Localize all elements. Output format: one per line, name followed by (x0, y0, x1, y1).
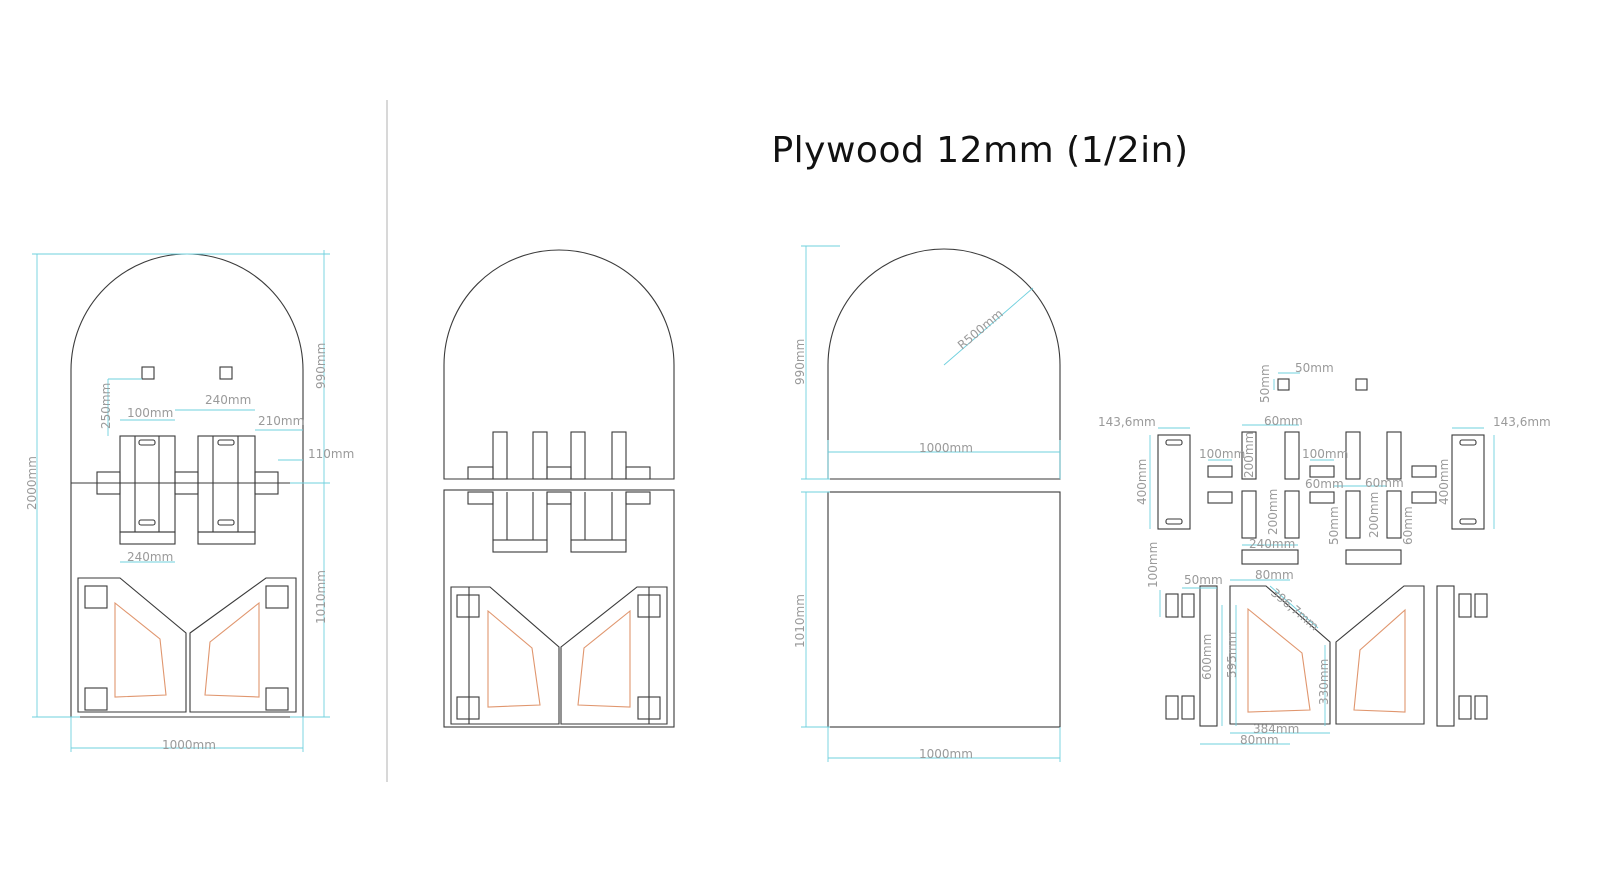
dim-width-1000: 1000mm (162, 738, 216, 752)
arch-board (827, 248, 1061, 480)
corner-blocks (1165, 593, 1488, 720)
dim-143-right: 143,6mm (1493, 415, 1551, 429)
dim-100-vertical: 100mm (1146, 542, 1160, 588)
mount-hole-left (141, 366, 155, 380)
dim-400-left: 400mm (1135, 459, 1149, 505)
dim-100: 100mm (127, 406, 173, 420)
assembly-dimensioned: 2000mm 990mm 250mm 100mm 240mm 210mm 110… (25, 250, 354, 752)
base-boards: 990mm R500mm 1000mm 1010mm 1000mm (793, 245, 1061, 762)
dimensions-assembly-1 (32, 250, 330, 752)
dimensions-parts (1149, 372, 1495, 745)
dim-110: 110mm (308, 447, 354, 461)
dimensions-base-boards (801, 245, 1061, 762)
dim-200-b: 200mm (1266, 489, 1280, 535)
long-bar-1 (1241, 549, 1299, 565)
dim-100-b: 100mm (1302, 447, 1348, 461)
dim-240-part: 240mm (1249, 537, 1295, 551)
dim-100-a: 100mm (1199, 447, 1245, 461)
rail-left (1199, 585, 1218, 727)
rect-board (827, 491, 1061, 728)
dim-1000-board-bottom: 1000mm (919, 747, 973, 761)
mount-hole-right (219, 366, 233, 380)
dim-990-board: 990mm (793, 339, 807, 385)
strips (1241, 431, 1402, 539)
tray-left (77, 577, 187, 713)
dim-400-right: 400mm (1437, 459, 1451, 505)
dim-1000-board-top: 1000mm (919, 441, 973, 455)
dim-240-top: 240mm (205, 393, 251, 407)
dim-200-c: 200mm (1367, 492, 1381, 538)
tray-left-2 (450, 586, 560, 725)
dim-r500: R500mm (955, 306, 1006, 352)
tray-part-right (1335, 585, 1425, 725)
dim-50-c: 50mm (1184, 573, 1223, 587)
dim-330: 330mm (1317, 659, 1331, 705)
bracket-slots-bottom (467, 491, 651, 553)
rail-right (1436, 585, 1455, 727)
tray-right-2 (560, 586, 668, 725)
assembly-exploded (443, 249, 675, 728)
dim-60-a: 60mm (1264, 414, 1303, 428)
bracket-slots-top (467, 431, 651, 480)
dim-60-d: 60mm (1401, 506, 1415, 545)
dim-600: 600mm (1200, 634, 1214, 680)
dim-50-b: 50mm (1327, 506, 1341, 545)
sheet-title: Plywood 12mm (1/2in) (771, 130, 1189, 171)
dim-60-c: 60mm (1365, 476, 1404, 490)
dim-50-top: 50mm (1295, 361, 1334, 375)
hole-part-1 (1277, 378, 1290, 391)
long-bar-2 (1345, 549, 1402, 565)
tray-right (189, 577, 297, 713)
hole-part-2 (1355, 378, 1368, 391)
dim-height-2000: 2000mm (25, 456, 39, 510)
dim-240-bottom: 240mm (127, 550, 173, 564)
arch-top-piece-2 (443, 249, 675, 480)
dim-50-vertical: 50mm (1258, 364, 1272, 403)
lower-body-2 (443, 489, 675, 728)
dim-990: 990mm (314, 343, 328, 389)
dim-1010-board: 1010mm (793, 594, 807, 648)
lower-body (70, 483, 304, 718)
bracket-left (96, 435, 199, 545)
dim-60-b: 60mm (1305, 477, 1344, 491)
tray-part-left (1229, 585, 1331, 725)
bracket-right (197, 435, 279, 545)
dim-200-a: 200mm (1242, 432, 1256, 478)
dim-595: 595mm (1225, 632, 1239, 678)
dim-80-a: 80mm (1255, 568, 1294, 582)
dim-250: 250mm (99, 383, 113, 429)
arch-top-piece (70, 253, 304, 483)
dim-210: 210mm (258, 414, 304, 428)
dim-143-left: 143,6mm (1098, 415, 1156, 429)
dim-1010: 1010mm (314, 570, 328, 624)
cut-parts: 143,6mm 143,6mm 400mm 400mm 50mm 50mm 60… (1098, 361, 1551, 747)
side-plate-right (1451, 434, 1485, 530)
dim-396: 396,7mm (1268, 586, 1321, 634)
dim-80-b: 80mm (1240, 733, 1279, 747)
small-tabs (1207, 465, 1437, 504)
side-plate-left (1157, 434, 1191, 530)
dim-384: 384mm (1253, 722, 1299, 736)
